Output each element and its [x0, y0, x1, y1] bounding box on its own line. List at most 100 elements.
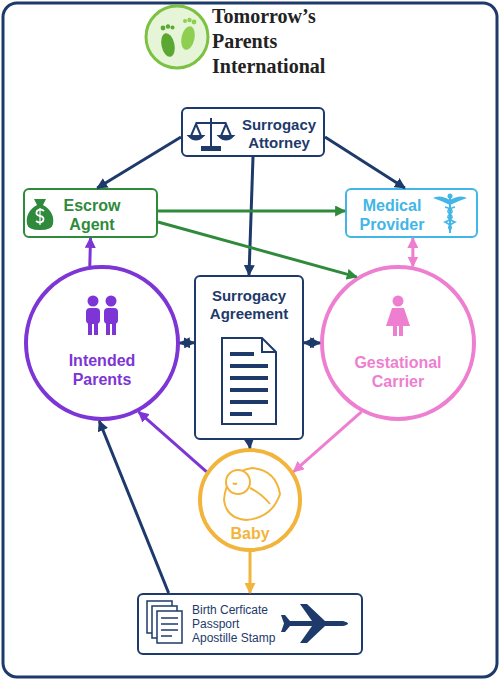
scales-icon	[189, 118, 233, 150]
document-fold	[262, 338, 276, 352]
connector-arrow	[249, 552, 252, 593]
caduceus-knob	[448, 194, 453, 199]
document-page	[222, 338, 276, 424]
node-label: Intended Parents	[57, 351, 147, 389]
paper-sheet	[152, 606, 177, 638]
document-line	[230, 412, 252, 416]
connector-arrow	[294, 412, 362, 472]
text-area: Surrogacy Attorney	[235, 116, 323, 152]
person-leg	[112, 322, 116, 335]
scales-base	[202, 147, 220, 150]
paper-line	[161, 617, 178, 619]
process-box: Birth CerficatePassportApostille Stamp	[137, 593, 363, 655]
baby-fold	[250, 488, 270, 504]
papers-icon	[147, 601, 182, 643]
currency-mark	[39, 208, 40, 225]
footprint-toe	[187, 18, 191, 22]
connector-arrow	[158, 222, 357, 277]
person-body	[86, 308, 100, 324]
node-label: Escrow Agent	[55, 196, 129, 234]
person-head	[106, 296, 117, 307]
logo-ring	[146, 6, 208, 68]
currency-mark	[36, 210, 44, 223]
node-label: Apostille Stamp	[192, 631, 302, 645]
text-area: Medical Provider	[349, 196, 435, 234]
scales-string	[191, 124, 201, 136]
footprint-toe	[161, 26, 166, 31]
connector-arrow	[411, 238, 414, 266]
footprint-toe	[166, 24, 170, 28]
person-leg	[399, 326, 403, 336]
circle-node: Baby	[198, 448, 302, 552]
circle-outline	[26, 267, 178, 419]
text-area: Gestational Carrier	[348, 353, 448, 391]
text-area: Escrow Agent	[55, 196, 129, 234]
node-label: Birth Cerficate	[192, 603, 302, 617]
paper-line	[161, 635, 172, 637]
document-line	[230, 400, 268, 404]
connector-arrow	[325, 137, 405, 188]
caduceus-staff	[449, 196, 451, 233]
document-line	[230, 388, 268, 392]
document-line	[230, 352, 254, 356]
footprint-toe	[183, 19, 187, 23]
footprint	[159, 32, 177, 58]
paper-sheet	[147, 601, 172, 633]
logo-wordmark: Tomorrow’s Parents International	[212, 4, 362, 79]
person-leg	[88, 322, 92, 335]
text-area: Intended Parents	[57, 351, 147, 389]
document-line	[230, 364, 268, 368]
scales-beam	[196, 122, 226, 124]
caduceus-snake	[445, 207, 455, 230]
airplane-icon	[281, 604, 348, 643]
caduceus-icon	[433, 194, 467, 234]
person-leg	[94, 322, 98, 335]
connector-arrow	[158, 210, 345, 213]
scales-string	[221, 124, 231, 136]
node-label: Surrogacy Attorney	[235, 116, 323, 152]
baby-swaddle	[224, 468, 280, 520]
paper-line	[161, 623, 178, 625]
connector-arrow	[99, 421, 168, 593]
circle-outline	[320, 265, 476, 421]
node-label: Surrogacy Agreement	[199, 287, 299, 323]
node-label: Passport	[192, 617, 302, 631]
parents-icon	[86, 296, 118, 336]
node-label: Medical Provider	[349, 196, 435, 234]
circle-node: Intended Parents	[24, 265, 180, 421]
baby-eye	[233, 483, 237, 484]
circle-outline	[322, 267, 474, 419]
document-icon	[222, 338, 276, 424]
person-head	[88, 296, 99, 307]
process-box: Surrogacy Attorney	[181, 107, 325, 157]
text-area: Surrogacy Agreement	[199, 287, 299, 323]
paper-sheet	[157, 611, 182, 643]
process-box: Medical Provider	[345, 188, 478, 238]
person-head	[393, 296, 404, 307]
node-label: Baby	[198, 524, 302, 543]
circle-node: Gestational Carrier	[320, 265, 476, 421]
node-label: Gestational Carrier	[348, 353, 448, 391]
connector-arrow	[249, 440, 250, 448]
process-box: Surrogacy Agreement	[194, 275, 304, 440]
caduceus-wing	[450, 196, 467, 205]
document-line	[230, 376, 268, 380]
text-area: Birth CerficatePassportApostille Stamp	[192, 603, 302, 645]
paper-line	[161, 629, 178, 631]
money-bag	[27, 199, 54, 230]
money-bag-icon	[27, 199, 54, 230]
scales-pan	[189, 136, 203, 140]
text-area: Baby	[198, 524, 302, 543]
scales-pan	[219, 136, 233, 140]
connector-arrow	[88, 238, 92, 266]
person-leg	[106, 322, 110, 335]
caduceus-wing	[433, 196, 450, 205]
footprint-toe	[192, 20, 197, 25]
page-frame	[3, 3, 497, 677]
person-leg	[393, 326, 397, 336]
person-body	[104, 308, 118, 324]
caduceus-snake	[445, 207, 455, 230]
connector-arrow	[180, 341, 194, 344]
